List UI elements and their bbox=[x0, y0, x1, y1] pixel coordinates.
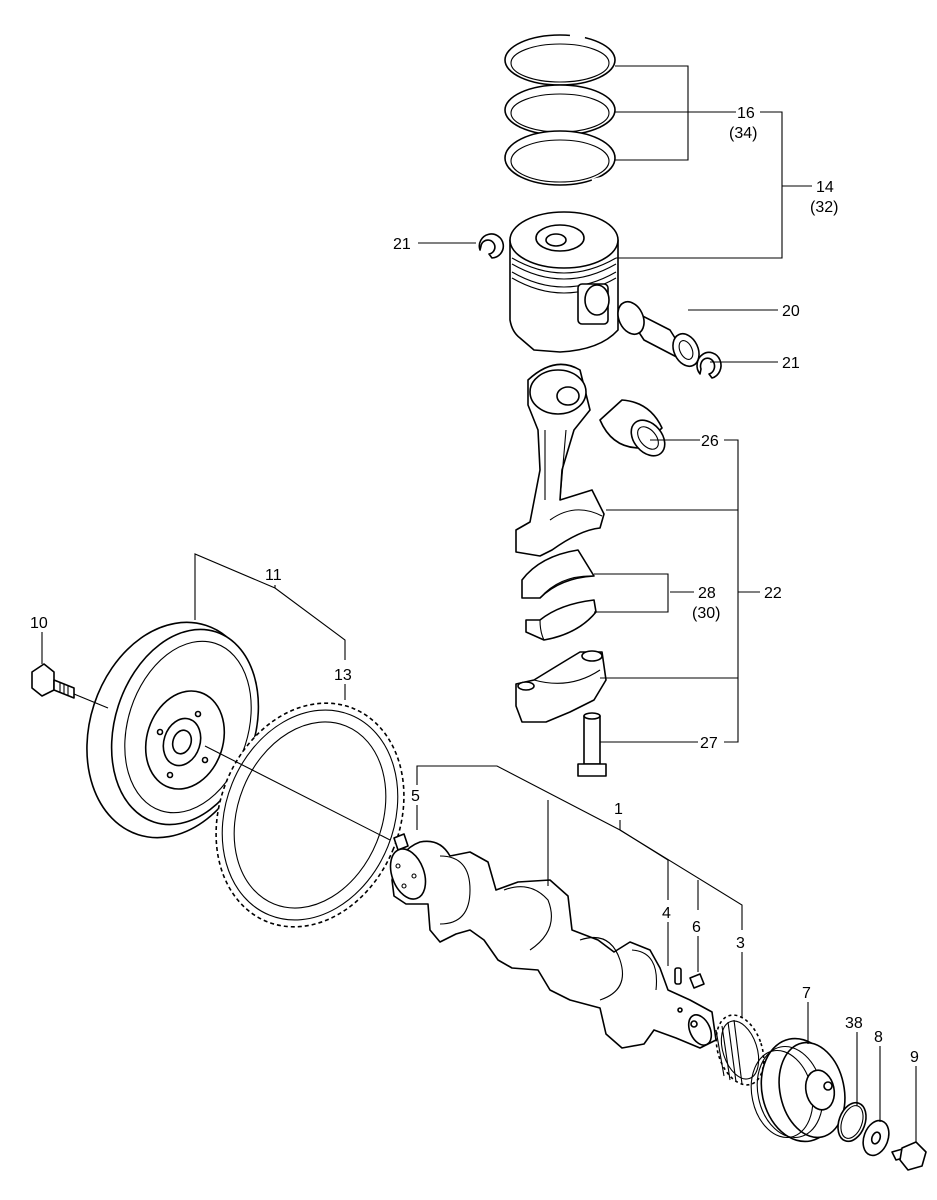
callout-3: 3 bbox=[736, 935, 745, 952]
leader-lines bbox=[41, 65, 917, 1142]
woodruff-key bbox=[674, 967, 682, 985]
callout-26: 26 bbox=[701, 433, 719, 450]
key bbox=[689, 973, 705, 989]
flywheel bbox=[86, 621, 260, 839]
callout-14-alt: (32) bbox=[810, 199, 838, 216]
piston-pin bbox=[617, 300, 700, 368]
callout-5: 5 bbox=[411, 788, 420, 805]
bearing-shell-lower bbox=[525, 599, 597, 641]
callout-labels: 16 (34) 14 (32) 21 20 21 26 28 (30) 22 2… bbox=[30, 105, 919, 1066]
small-end-bushing bbox=[599, 399, 666, 457]
rod-bolt bbox=[577, 712, 607, 777]
callout-13: 13 bbox=[334, 667, 352, 684]
callout-22: 22 bbox=[764, 585, 782, 602]
connecting-rod-cap bbox=[515, 650, 607, 723]
callout-7: 7 bbox=[802, 985, 811, 1002]
piston-rings bbox=[504, 33, 616, 186]
snap-ring-left bbox=[478, 233, 505, 259]
callout-6: 6 bbox=[692, 919, 701, 936]
callout-21-right: 21 bbox=[782, 355, 800, 372]
callout-28-alt: (30) bbox=[692, 605, 720, 622]
callout-1: 1 bbox=[614, 801, 623, 818]
callout-28: 28 bbox=[698, 585, 716, 602]
connecting-rod bbox=[515, 363, 605, 557]
callout-11: 11 bbox=[265, 567, 282, 584]
callout-38: 38 bbox=[845, 1015, 863, 1032]
callout-9: 9 bbox=[910, 1049, 919, 1066]
callout-27: 27 bbox=[700, 735, 718, 752]
crankshaft bbox=[389, 840, 717, 1049]
callout-4: 4 bbox=[662, 905, 671, 922]
callout-16: 16 bbox=[737, 105, 755, 122]
flywheel-bolt bbox=[31, 663, 75, 699]
ring-gear bbox=[215, 702, 405, 928]
pulley-bolt bbox=[891, 1141, 927, 1171]
snap-ring-right bbox=[696, 351, 722, 379]
washer bbox=[862, 1119, 890, 1157]
dowel-pin bbox=[393, 833, 409, 851]
o-ring bbox=[837, 1101, 867, 1143]
callout-8: 8 bbox=[874, 1029, 883, 1046]
callout-21-left: 21 bbox=[393, 236, 411, 253]
callout-10: 10 bbox=[30, 615, 48, 632]
callout-16-alt: (34) bbox=[729, 125, 757, 142]
crankshaft-gear bbox=[715, 1014, 765, 1086]
crankshaft-pulley bbox=[750, 1037, 846, 1143]
callout-14: 14 bbox=[816, 179, 834, 196]
bearing-shell-upper bbox=[521, 549, 595, 599]
callout-20: 20 bbox=[782, 303, 800, 320]
piston bbox=[509, 211, 619, 353]
